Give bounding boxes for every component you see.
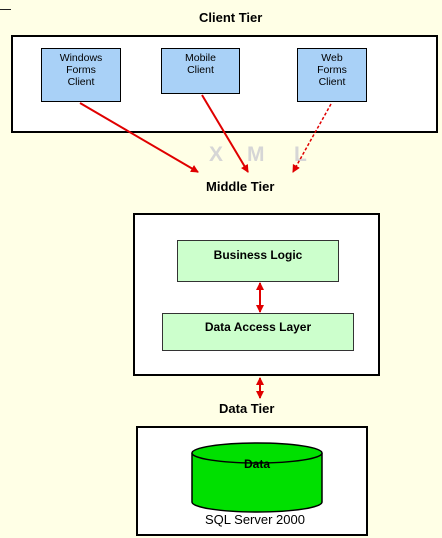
- web-forms-client: Web Forms Client: [297, 48, 367, 102]
- windows-client-arrow: [79, 102, 199, 173]
- windows-forms-client: Windows Forms Client: [41, 48, 121, 102]
- client-tier-title: Client Tier: [199, 10, 263, 25]
- database-label: Data: [243, 457, 270, 471]
- client-line: Client: [318, 76, 346, 88]
- xml-letter-l: L: [294, 143, 307, 166]
- data-tier-title: Data Tier: [219, 401, 275, 416]
- client-line: Client: [67, 76, 95, 88]
- data-access-layer-box: Data Access Layer: [162, 313, 354, 351]
- sql-server-label: SQL Server 2000: [205, 512, 305, 527]
- database-cylinder-icon: [191, 442, 323, 513]
- xml-letter-m: M: [247, 143, 265, 166]
- client-line: Windows: [59, 52, 103, 64]
- business-logic-box: Business Logic: [177, 240, 339, 282]
- mobile-client-arrow: [201, 94, 249, 173]
- client-line: Client: [187, 64, 214, 76]
- corner-tick: [0, 9, 11, 10]
- client-line: Forms: [317, 64, 347, 76]
- mobile-client: Mobile Client: [161, 48, 240, 94]
- web-client-arrow: [292, 103, 332, 173]
- xml-letter-x: X: [209, 143, 224, 166]
- client-line: Mobile: [185, 52, 216, 64]
- middle-tier-title: Middle Tier: [206, 179, 275, 194]
- client-line: Forms: [66, 64, 96, 76]
- client-line: Web: [321, 52, 343, 64]
